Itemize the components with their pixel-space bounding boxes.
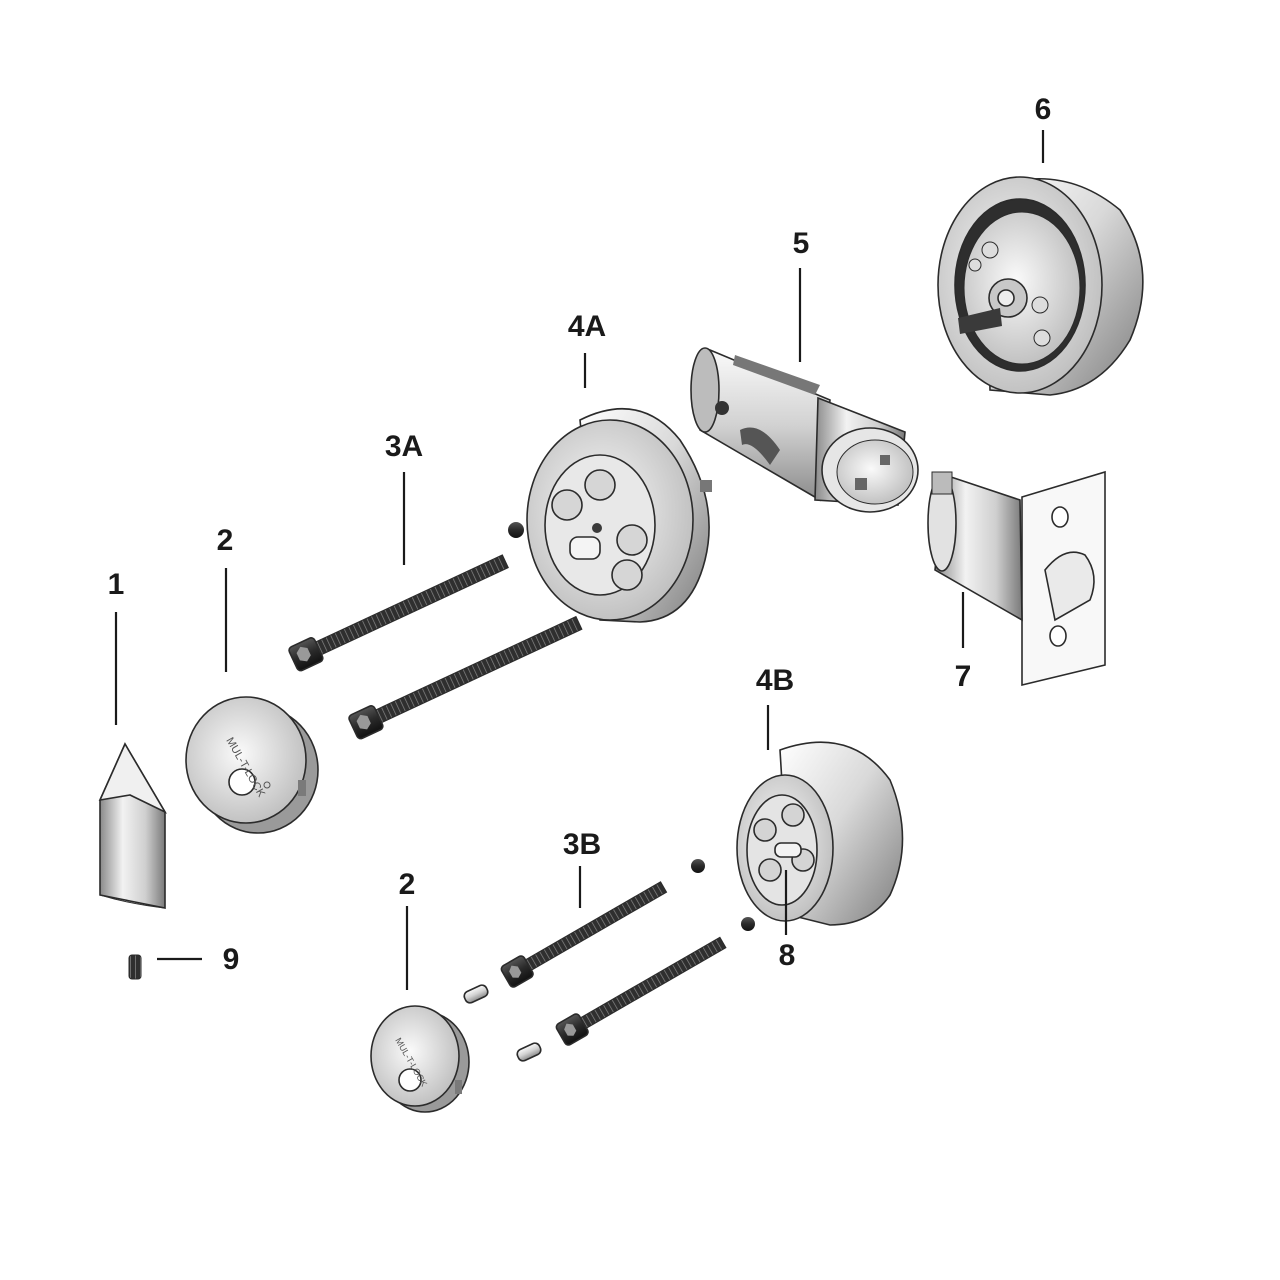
label-7: 7 [955,660,972,693]
label-6: 6 [1035,93,1052,126]
label-5: 5 [793,227,810,260]
leader-lines [114,130,1045,990]
latch-part [927,470,1106,687]
label-1: 1 [108,568,125,601]
thumb-turn-part [98,742,168,909]
short-screws-part [463,859,755,1062]
label-2-top: 2 [217,524,234,557]
label-4a: 4A [568,310,606,343]
label-3b: 3B [563,828,601,861]
label-3a: 3A [385,430,423,463]
label-2-bottom: 2 [399,868,416,901]
inside-housing-4a-part [526,408,712,623]
outside-housing-part [937,176,1144,396]
rose-ring-top-part: MUL-T-LOCK [185,696,319,834]
label-9: 9 [223,943,240,976]
cylinder-sleeve-part [690,347,919,513]
housing-4b-part [736,741,904,926]
label-4b: 4B [756,664,794,697]
label-8: 8 [779,939,796,972]
part-labels: 1 2 3A 4A 5 6 7 4B 3B 2 8 9 [108,93,1052,976]
rose-ring-bottom-part: MUL-T-LOCK [370,1005,470,1113]
set-screw-part [128,954,142,980]
